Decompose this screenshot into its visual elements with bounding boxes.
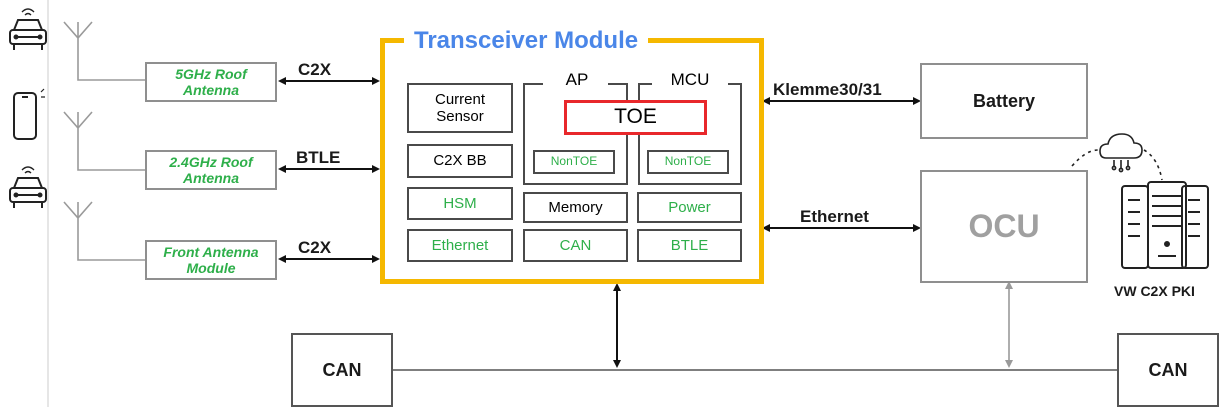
antenna-icon xyxy=(63,201,146,261)
current-sensor: Current Sensor xyxy=(407,83,513,133)
ap-label: AP xyxy=(553,70,601,90)
antenna-box-front: Front Antenna Module xyxy=(145,240,277,280)
mcu-bracket-right xyxy=(728,83,742,85)
car-icon xyxy=(9,8,47,50)
toe-box: TOE xyxy=(564,100,707,135)
antenna-label: Front Antenna Module xyxy=(163,243,259,276)
link-label-btle: BTLE xyxy=(296,148,341,167)
btle-block: BTLE xyxy=(637,229,742,262)
car-icon xyxy=(9,166,47,208)
can-node-right: CAN xyxy=(1117,333,1219,407)
cloud-icon xyxy=(1099,133,1143,173)
mcu-label: MCU xyxy=(656,70,724,90)
link-label-c2x: C2X xyxy=(298,60,332,79)
mcu-bracket-left xyxy=(638,83,652,85)
link-label-c2x: C2X xyxy=(298,238,332,257)
nontoe-ap: NonTOE xyxy=(533,150,615,174)
antenna-label: 5GHz Roof Antenna xyxy=(175,65,247,98)
ocu-box: OCU xyxy=(920,170,1088,283)
pki-label: VW C2X PKI xyxy=(1114,283,1195,299)
antenna-box-5ghz: 5GHz Roof Antenna xyxy=(145,62,277,102)
ap-bracket-left xyxy=(523,83,543,85)
ethernet-label: Ethernet xyxy=(800,207,869,226)
module-title: Transceiver Module xyxy=(404,27,649,55)
smartphone-icon xyxy=(13,88,45,140)
server-icon xyxy=(1121,181,1209,269)
ethernet-block: Ethernet xyxy=(407,229,513,262)
ap-bracket-right xyxy=(608,83,628,85)
c2x-bb: C2X BB xyxy=(407,144,513,178)
antenna-label: 2.4GHz Roof Antenna xyxy=(169,153,253,186)
antenna-icon xyxy=(63,111,146,171)
antenna-icon xyxy=(63,21,146,81)
memory: Memory xyxy=(523,192,628,223)
power: Power xyxy=(637,192,742,223)
nontoe-mcu: NonTOE xyxy=(647,150,729,174)
can-node-left: CAN xyxy=(291,333,393,407)
hsm: HSM xyxy=(407,187,513,220)
battery-box: Battery xyxy=(920,63,1088,139)
klemme-label: Klemme30/31 xyxy=(773,80,882,99)
can-block: CAN xyxy=(523,229,628,262)
antenna-box-2-4ghz: 2.4GHz Roof Antenna xyxy=(145,150,277,190)
